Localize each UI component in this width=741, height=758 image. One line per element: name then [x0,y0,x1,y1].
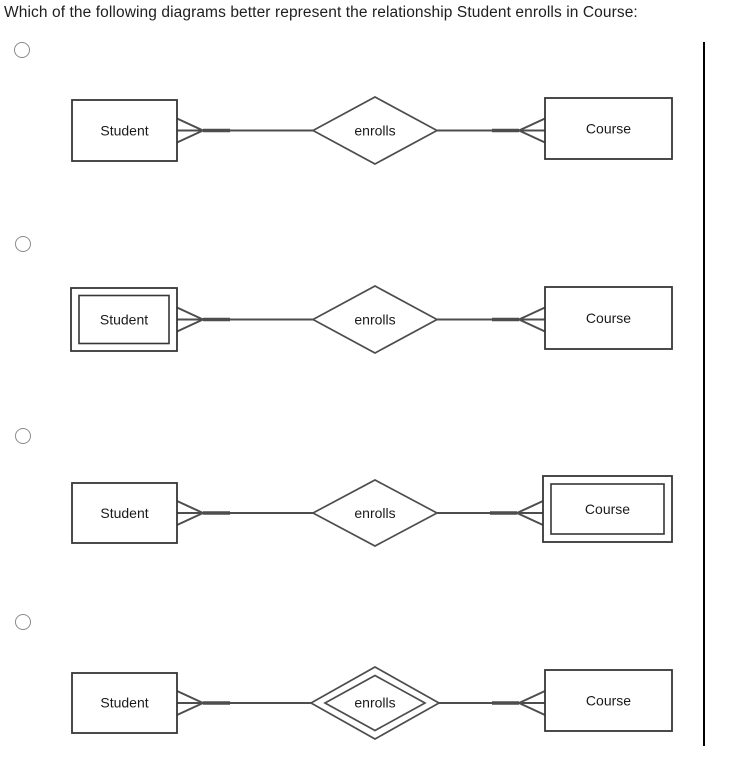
crow-foot-many-icon [176,117,204,144]
crow-foot-many-icon [176,690,204,716]
entity-box-course [544,97,673,160]
right-border-line [703,42,705,746]
relationship-diamond [311,479,439,547]
entity-box-student [71,482,178,544]
er-diagram-option-4: Student enrolls Course [71,666,673,740]
relationship-label: enrolls [354,505,395,521]
entity-label: Student [100,695,148,711]
crow-foot-many-icon [516,500,544,526]
entity-label: Course [586,121,631,137]
crow-foot-many-icon [518,306,546,333]
entity-box-student [71,672,178,734]
entity-label: Student [100,312,148,328]
entity-box-student [71,99,178,162]
question-title: Which of the following diagrams better r… [4,4,638,21]
relationship-label: enrolls [354,695,395,711]
entity-label: Student [100,123,148,139]
weak-entity-box-student-inner [78,294,170,345]
entity-label: Course [585,501,630,517]
entity-label: Course [586,310,631,326]
er-diagram-option-3: Student enrolls Course [71,475,673,547]
relationship-diamond [311,285,439,354]
weak-entity-box-student-outer [70,287,178,352]
crow-foot-many-icon [518,690,546,716]
relationship-label: enrolls [354,123,395,139]
relationship-diamond [311,96,439,165]
identifying-relationship-diamond-outer [309,666,441,740]
crow-foot-many-icon [518,117,546,144]
entity-box-course [544,669,673,732]
entity-label: Course [586,693,631,709]
entity-label: Student [100,505,148,521]
crow-foot-many-icon [176,306,204,333]
entity-box-course [544,286,673,350]
weak-entity-box-course-inner [550,483,665,535]
er-diagram-option-1: Student enrolls Course [71,96,673,165]
option-2-radio[interactable] [15,236,31,252]
option-1-radio[interactable] [14,42,30,58]
relationship-label: enrolls [354,312,395,328]
option-4-radio[interactable] [15,614,31,630]
weak-entity-box-course-outer [542,475,673,543]
crow-foot-many-icon [176,500,204,526]
er-diagram-option-2: Student enrolls Course [70,285,673,354]
option-3-radio[interactable] [15,428,31,444]
identifying-relationship-diamond-inner [323,674,427,732]
